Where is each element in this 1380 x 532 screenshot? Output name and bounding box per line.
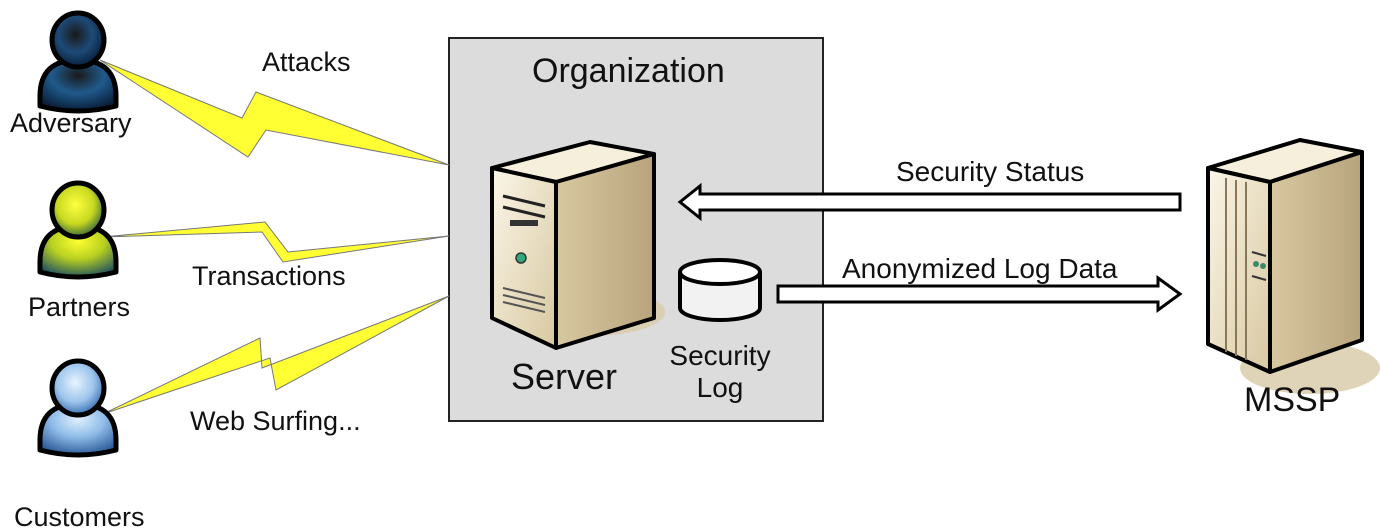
partners-icon (37, 180, 119, 280)
partners-label: Partners (28, 292, 131, 322)
anonymized-log-label: Anonymized Log Data (842, 253, 1118, 284)
security-status-arrow (677, 182, 1182, 222)
adversary-label: Adversary (10, 108, 132, 138)
organization-title: Organization (532, 52, 725, 90)
server-icon (490, 140, 665, 350)
mssp-server-icon (1206, 138, 1380, 394)
adversary-icon (37, 10, 119, 114)
customers-label: Customers (14, 502, 145, 532)
web-surfing-label: Web Surfing... (190, 406, 361, 436)
web-surfing-lightning (102, 295, 450, 415)
security-log-label-line2: Log (696, 372, 744, 404)
security-status-label: Security Status (896, 156, 1085, 187)
anonymized-log-arrow (776, 275, 1183, 313)
attacks-lightning (99, 59, 450, 166)
transactions-label: Transactions (192, 261, 346, 291)
attacks-label: Attacks (262, 47, 351, 77)
security-log-label: Security Log (660, 340, 780, 404)
security-log-label-line1: Security (669, 340, 771, 371)
mssp-label: MSSP (1244, 381, 1341, 419)
security-log-database-icon (678, 258, 762, 322)
customers-icon (37, 358, 119, 458)
transactions-lightning (101, 221, 450, 263)
server-label: Server (511, 356, 618, 397)
